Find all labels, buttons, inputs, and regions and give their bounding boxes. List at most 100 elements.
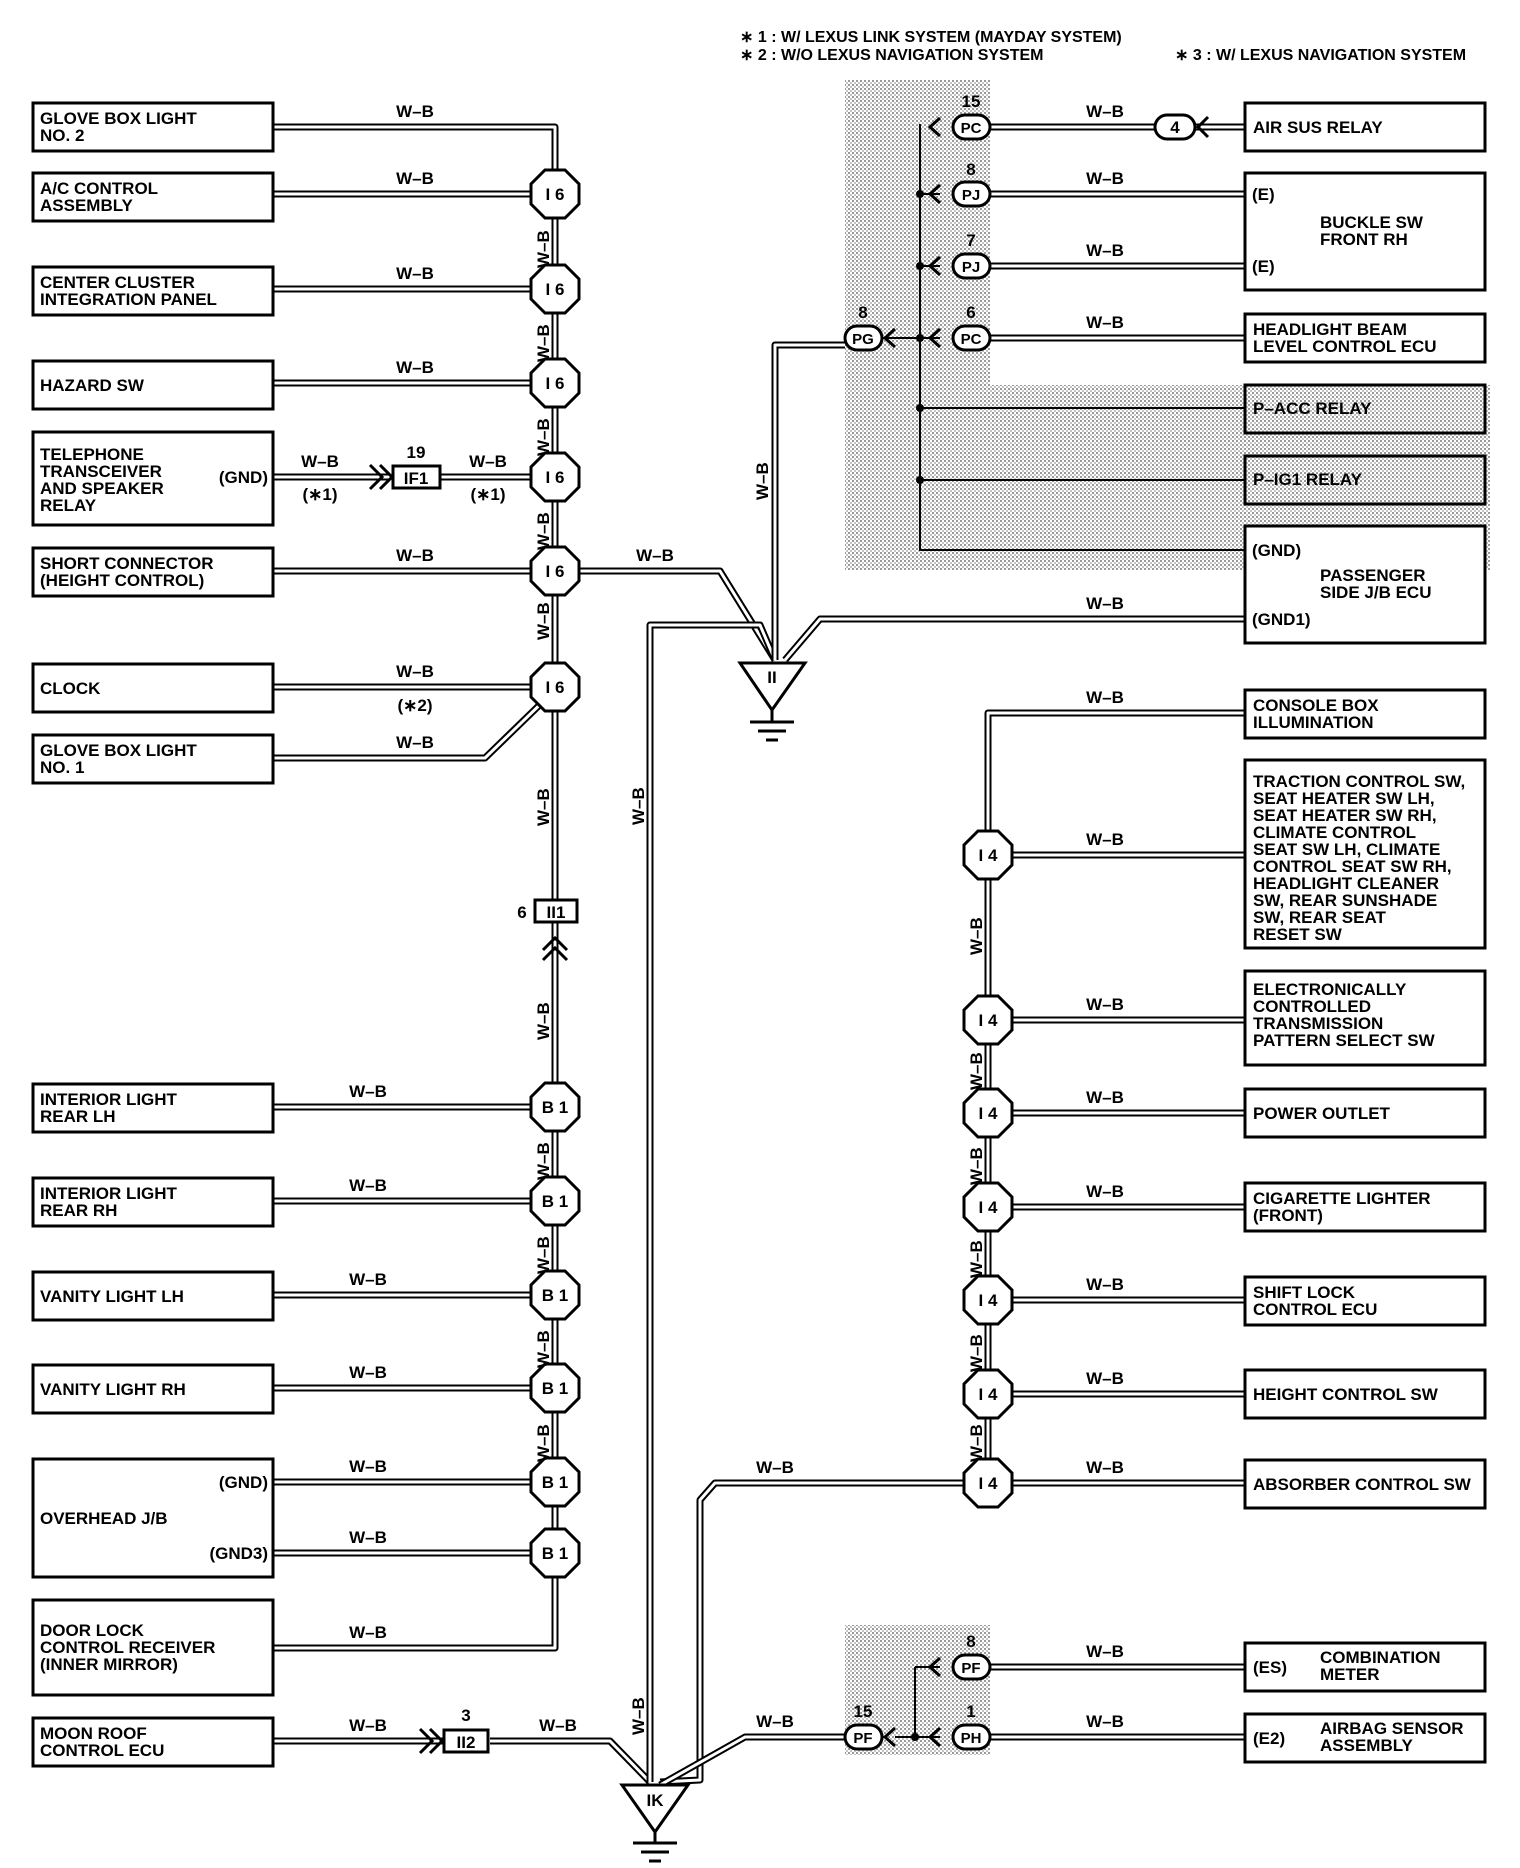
- svg-text:W–B: W–B: [1086, 313, 1124, 332]
- ac-control-box: [31, 171, 275, 223]
- svg-text:W–B: W–B: [349, 1270, 387, 1289]
- splice-i4-6: I 4: [962, 1368, 1014, 1420]
- svg-text:W–B: W–B: [534, 230, 553, 268]
- splice-i4-1: I 4: [962, 829, 1014, 881]
- svg-text:W–B: W–B: [301, 452, 339, 471]
- splice-b1-6: B 1: [529, 1527, 581, 1579]
- svg-text:I 6: I 6: [546, 374, 565, 393]
- splice-b1-4: B 1: [529, 1362, 581, 1414]
- center-cluster-box: [31, 265, 275, 317]
- connector-pf-15-pin: 15: [854, 1702, 873, 1721]
- ect-pattern-box: [1243, 969, 1487, 1067]
- svg-text:W–B: W–B: [1086, 102, 1124, 121]
- height-control-sw-label: HEIGHT CONTROL SW: [1253, 1385, 1439, 1404]
- air-sus-relay-box: [1243, 101, 1487, 153]
- connector-ph-1-pin: 1: [966, 1702, 975, 1721]
- splice-i4-2: I 4: [962, 994, 1014, 1046]
- hazard-sw-label: HAZARD SW: [40, 376, 145, 395]
- connector-ph-1: [951, 1723, 992, 1751]
- svg-text:W–B: W–B: [534, 1236, 553, 1274]
- svg-text:W–B: W–B: [396, 102, 434, 121]
- svg-text:W–B: W–B: [1086, 1088, 1124, 1107]
- splice-b1-2: B 1: [529, 1175, 581, 1227]
- svg-text:W–B: W–B: [469, 452, 507, 471]
- svg-text:PC: PC: [961, 120, 982, 137]
- cigarette-lighter-box: [1243, 1181, 1487, 1233]
- svg-text:W–B: W–B: [1086, 169, 1124, 188]
- buckle-sw-box: [1243, 171, 1487, 292]
- note-3: ∗ 3 : W/ LEXUS NAVIGATION SYSTEM: [1175, 47, 1466, 64]
- svg-text:B 1: B 1: [542, 1192, 568, 1211]
- svg-text:I 6: I 6: [546, 280, 565, 299]
- airbag-sensor-box: [1243, 1712, 1487, 1764]
- note-ref-1a: (∗1): [302, 485, 337, 504]
- p-acc-relay-box: [1243, 383, 1487, 435]
- telephone-pin: (GND): [219, 468, 268, 487]
- splice-i4-7: I 4: [962, 1457, 1014, 1509]
- svg-text:W–B: W–B: [636, 546, 674, 565]
- splice-i4-3: I 4: [962, 1087, 1014, 1139]
- clock-box: [31, 662, 275, 714]
- splice-i6-1: I 6: [529, 168, 581, 220]
- p-acc-relay-label: P–ACC RELAY: [1253, 399, 1372, 418]
- svg-text:W–B: W–B: [1086, 1182, 1124, 1201]
- svg-text:I 4: I 4: [979, 1291, 998, 1310]
- svg-text:PF: PF: [961, 1660, 980, 1677]
- svg-text:W–B: W–B: [396, 358, 434, 377]
- air-sus-relay-label: AIR SUS RELAY: [1253, 118, 1383, 137]
- svg-text:I 6: I 6: [546, 185, 565, 204]
- moon-roof-box: [31, 1716, 275, 1768]
- svg-text:W–B: W–B: [967, 917, 986, 955]
- headlight-beam-box: [1243, 312, 1487, 364]
- splice-b1-5: B 1: [529, 1456, 581, 1508]
- p-ig1-relay-box: [1243, 454, 1487, 506]
- connector-pj-8: [951, 180, 992, 208]
- svg-text:W–B: W–B: [1086, 1712, 1124, 1731]
- vanity-lh-box: [31, 1270, 275, 1322]
- passenger-jb-box: [1243, 524, 1487, 645]
- svg-text:W–B: W–B: [396, 546, 434, 565]
- absorber-control-label: ABSORBER CONTROL SW: [1253, 1475, 1472, 1494]
- connector-pf-8: [951, 1653, 992, 1681]
- connector-pg-8: [843, 324, 884, 352]
- buckle-pin-1: (E): [1252, 185, 1275, 204]
- vanity-rh-box: [31, 1363, 275, 1415]
- combination-pin: (ES): [1253, 1658, 1287, 1677]
- svg-text:B 1: B 1: [542, 1544, 568, 1563]
- wire-labels: W–B W–B W–B W–B W–B W–B W–B W–B W–B W–B …: [301, 102, 1124, 1735]
- svg-text:I 4: I 4: [979, 1198, 998, 1217]
- svg-text:B 1: B 1: [542, 1379, 568, 1398]
- svg-text:W–B: W–B: [1086, 1458, 1124, 1477]
- buckle-pin-2: (E): [1252, 257, 1275, 276]
- connector-pg-8-pin: 8: [858, 303, 867, 322]
- svg-text:PJ: PJ: [962, 187, 980, 204]
- note-2: ∗ 2 : W/O LEXUS NAVIGATION SYSTEM: [740, 47, 1044, 64]
- svg-text:W–B: W–B: [967, 1240, 986, 1278]
- console-box-box: [1243, 688, 1487, 740]
- svg-text:W–B: W–B: [756, 1458, 794, 1477]
- overhead-jb-label: OVERHEAD J/B: [40, 1509, 168, 1528]
- svg-text:W–B: W–B: [349, 1082, 387, 1101]
- connector-pf-8-pin: 8: [966, 1632, 975, 1651]
- svg-text:W–B: W–B: [396, 264, 434, 283]
- svg-text:B 1: B 1: [542, 1098, 568, 1117]
- connector-ii1: [533, 898, 579, 924]
- vanity-rh-label: VANITY LIGHT RH: [40, 1380, 186, 1399]
- interior-rear-rh-box: [31, 1176, 275, 1228]
- hazard-sw-box: [31, 359, 275, 411]
- svg-text:4: 4: [1170, 118, 1180, 137]
- svg-text:W–B: W–B: [756, 1712, 794, 1731]
- connector-pf-15: [843, 1723, 884, 1751]
- svg-text:W–B: W–B: [629, 1697, 648, 1735]
- svg-text:PH: PH: [961, 1730, 982, 1747]
